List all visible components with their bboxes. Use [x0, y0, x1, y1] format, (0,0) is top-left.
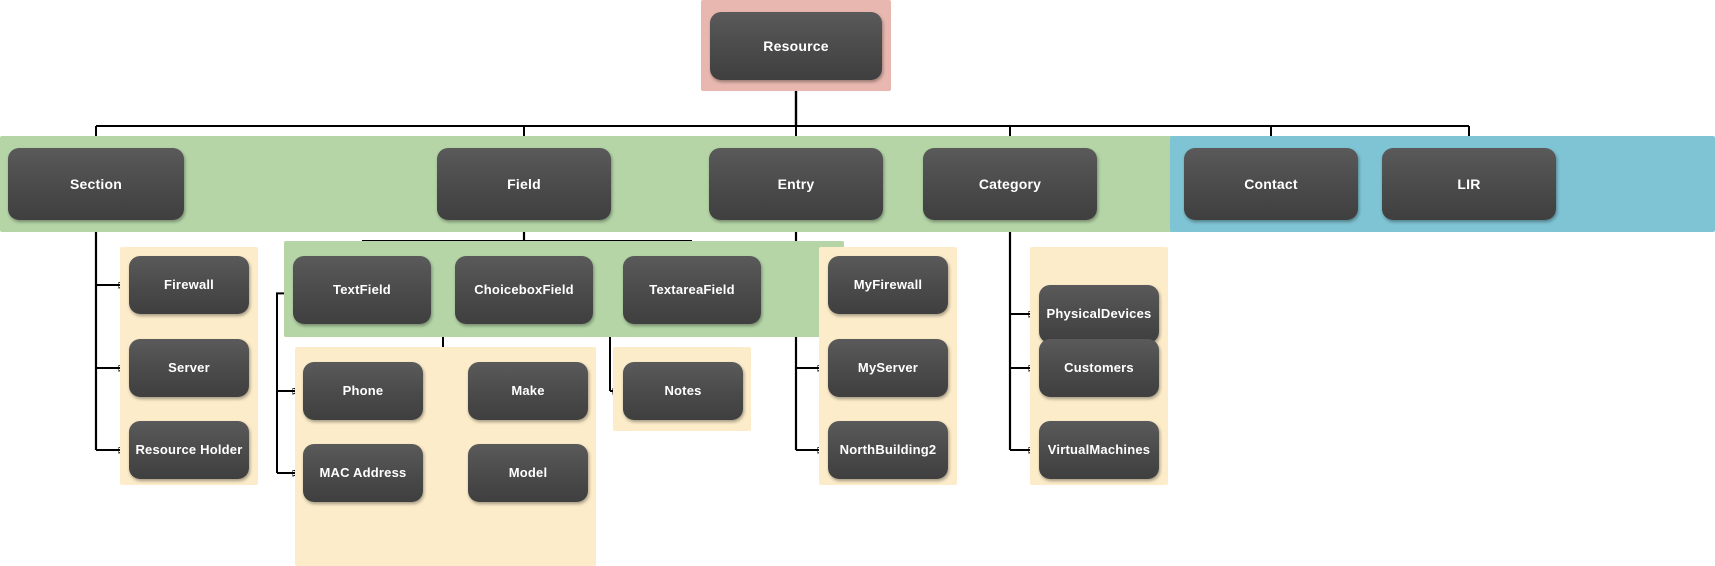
- node-label: ChoiceboxField: [474, 281, 574, 297]
- node-phone[interactable]: Phone: [303, 362, 423, 420]
- node-label: MyServer: [857, 359, 919, 375]
- node-label: Make: [511, 382, 545, 398]
- node-resource[interactable]: Resource: [710, 12, 882, 80]
- node-label: NorthBuilding2: [839, 441, 937, 457]
- node-myfirewall[interactable]: MyFirewall: [828, 256, 948, 314]
- node-make[interactable]: Make: [468, 362, 588, 420]
- node-virtualmachines[interactable]: VirtualMachines: [1039, 421, 1159, 479]
- node-northbuilding2[interactable]: NorthBuilding2: [828, 421, 948, 479]
- node-label: Customers: [1064, 359, 1134, 375]
- node-textareafield[interactable]: TextareaField: [623, 256, 761, 324]
- node-contact[interactable]: Contact: [1184, 148, 1358, 220]
- node-firewall[interactable]: Firewall: [129, 256, 249, 314]
- node-label: VirtualMachines: [1047, 441, 1151, 457]
- node-section[interactable]: Section: [8, 148, 184, 220]
- node-mac-address[interactable]: MAC Address: [303, 444, 423, 502]
- node-label: Resource Holder: [135, 441, 243, 457]
- node-resource-holder[interactable]: Resource Holder: [129, 421, 249, 479]
- node-label: Entry: [777, 175, 815, 192]
- node-label: Notes: [664, 382, 702, 398]
- node-label: Firewall: [163, 276, 214, 292]
- node-server[interactable]: Server: [129, 339, 249, 397]
- node-label: Category: [978, 175, 1042, 192]
- node-physicaldevices[interactable]: PhysicalDevices: [1039, 285, 1159, 343]
- node-myserver[interactable]: MyServer: [828, 339, 948, 397]
- node-notes[interactable]: Notes: [623, 362, 743, 420]
- node-field[interactable]: Field: [437, 148, 611, 220]
- node-label: TextField: [333, 281, 391, 297]
- node-label: Server: [168, 359, 210, 375]
- node-label: Section: [70, 175, 122, 192]
- node-label: Contact: [1244, 175, 1298, 192]
- node-label: Field: [507, 175, 541, 192]
- node-choiceboxfield[interactable]: ChoiceboxField: [455, 256, 593, 324]
- node-label: TextareaField: [649, 281, 735, 297]
- node-textfield[interactable]: TextField: [293, 256, 431, 324]
- node-label: PhysicalDevices: [1046, 305, 1152, 321]
- node-label: Phone: [342, 382, 384, 398]
- node-label: MyFirewall: [853, 276, 923, 292]
- node-model[interactable]: Model: [468, 444, 588, 502]
- node-label: MAC Address: [319, 464, 407, 480]
- node-lir[interactable]: LIR: [1382, 148, 1556, 220]
- node-label: LIR: [1457, 175, 1481, 192]
- node-entry[interactable]: Entry: [709, 148, 883, 220]
- node-label: Resource: [763, 37, 829, 54]
- node-customers[interactable]: Customers: [1039, 339, 1159, 397]
- node-label: Model: [508, 464, 548, 480]
- node-category[interactable]: Category: [923, 148, 1097, 220]
